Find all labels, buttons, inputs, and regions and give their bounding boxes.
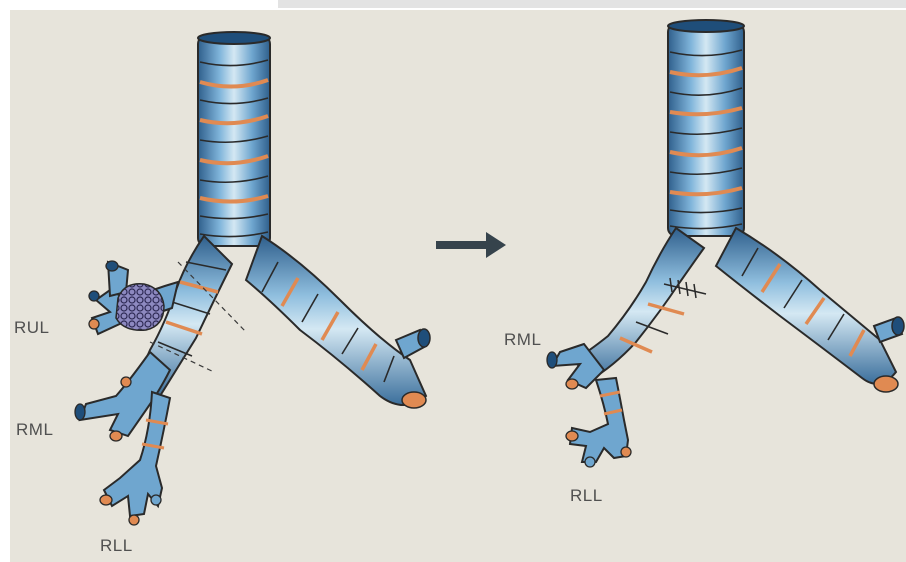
label-rll-after: RLL (570, 486, 603, 506)
tumor (116, 284, 164, 330)
label-rml-before: RML (16, 420, 53, 440)
label-rml-after: RML (504, 330, 541, 350)
label-rll-before: RLL (100, 536, 133, 556)
arrow (436, 232, 506, 258)
airway-before (75, 32, 430, 525)
left-main-bronchus-before (246, 236, 426, 405)
airway-after (547, 20, 904, 467)
label-rul-before: RUL (14, 318, 50, 338)
left-main-bronchus-after (716, 228, 896, 384)
rll-branch-after (566, 378, 631, 467)
